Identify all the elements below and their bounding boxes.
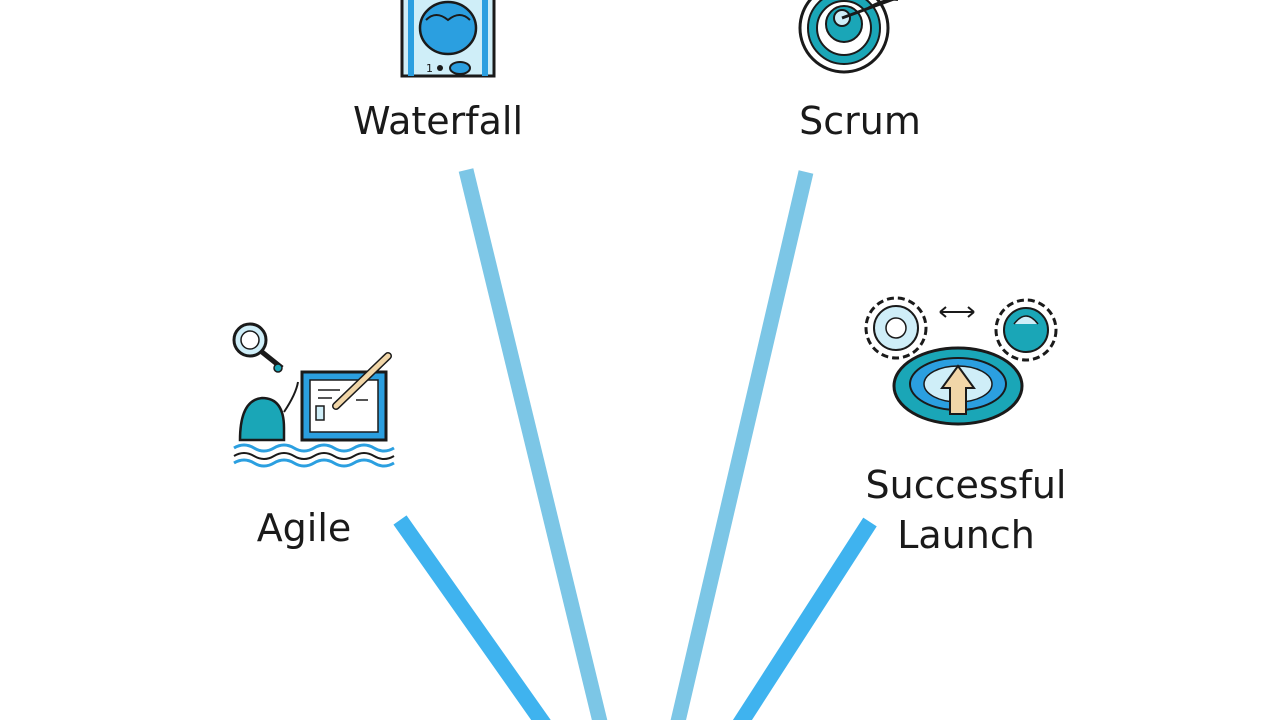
target-icon: [798, 0, 898, 74]
connector-agile: [393, 515, 551, 720]
connector-scrum: [670, 170, 814, 720]
svg-text:1: 1: [426, 62, 433, 75]
whiteboard-icon: [232, 322, 395, 468]
label-waterfall: Waterfall: [352, 99, 524, 143]
label-successful-launch: Successful Launch: [865, 463, 1067, 558]
launch-gears-icon: [864, 296, 1058, 426]
label-agile: Agile: [256, 506, 352, 550]
label-scrum: Scrum: [799, 99, 921, 143]
connector-waterfall: [458, 168, 608, 720]
waterfall-icon: 1: [400, 0, 496, 78]
connector-launch: [732, 517, 877, 720]
